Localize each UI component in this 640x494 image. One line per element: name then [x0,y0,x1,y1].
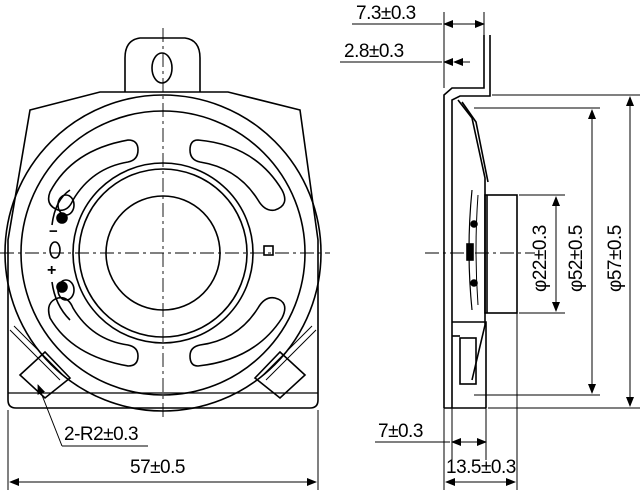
corner-lug-right [253,350,307,400]
dim-label-depth-total: 7.3±0.3 [356,3,416,24]
corner-lug-left [18,350,72,400]
terminal-plus-mark: + [47,262,56,279]
terminal-tab [124,37,201,92]
terminal-minus-mark: − [49,223,58,240]
dim-corner-radius-leader [37,384,148,447]
side-view [425,35,535,409]
dim-label-corner-radius: 2-R2±0.3 [64,424,139,445]
dim-label-flange-thickness: 2.8±0.3 [344,41,404,62]
side-dimensions [340,12,640,490]
dim-label-cone-dia: φ52±0.5 [566,225,587,292]
frame-outline [7,91,319,409]
magnet-block [484,194,518,314]
dim-label-frame-step: 7±0.3 [378,421,423,442]
dim-label-frame-width: 57±0.5 [130,457,185,478]
dim-frame-width [7,410,319,490]
dim-label-overall-depth: 13.5±0.3 [446,457,516,478]
dim-label-frame-dia: φ57±0.5 [605,225,626,292]
dim-label-magnet-dia: φ22±0.3 [530,225,551,292]
front-view [0,28,330,420]
